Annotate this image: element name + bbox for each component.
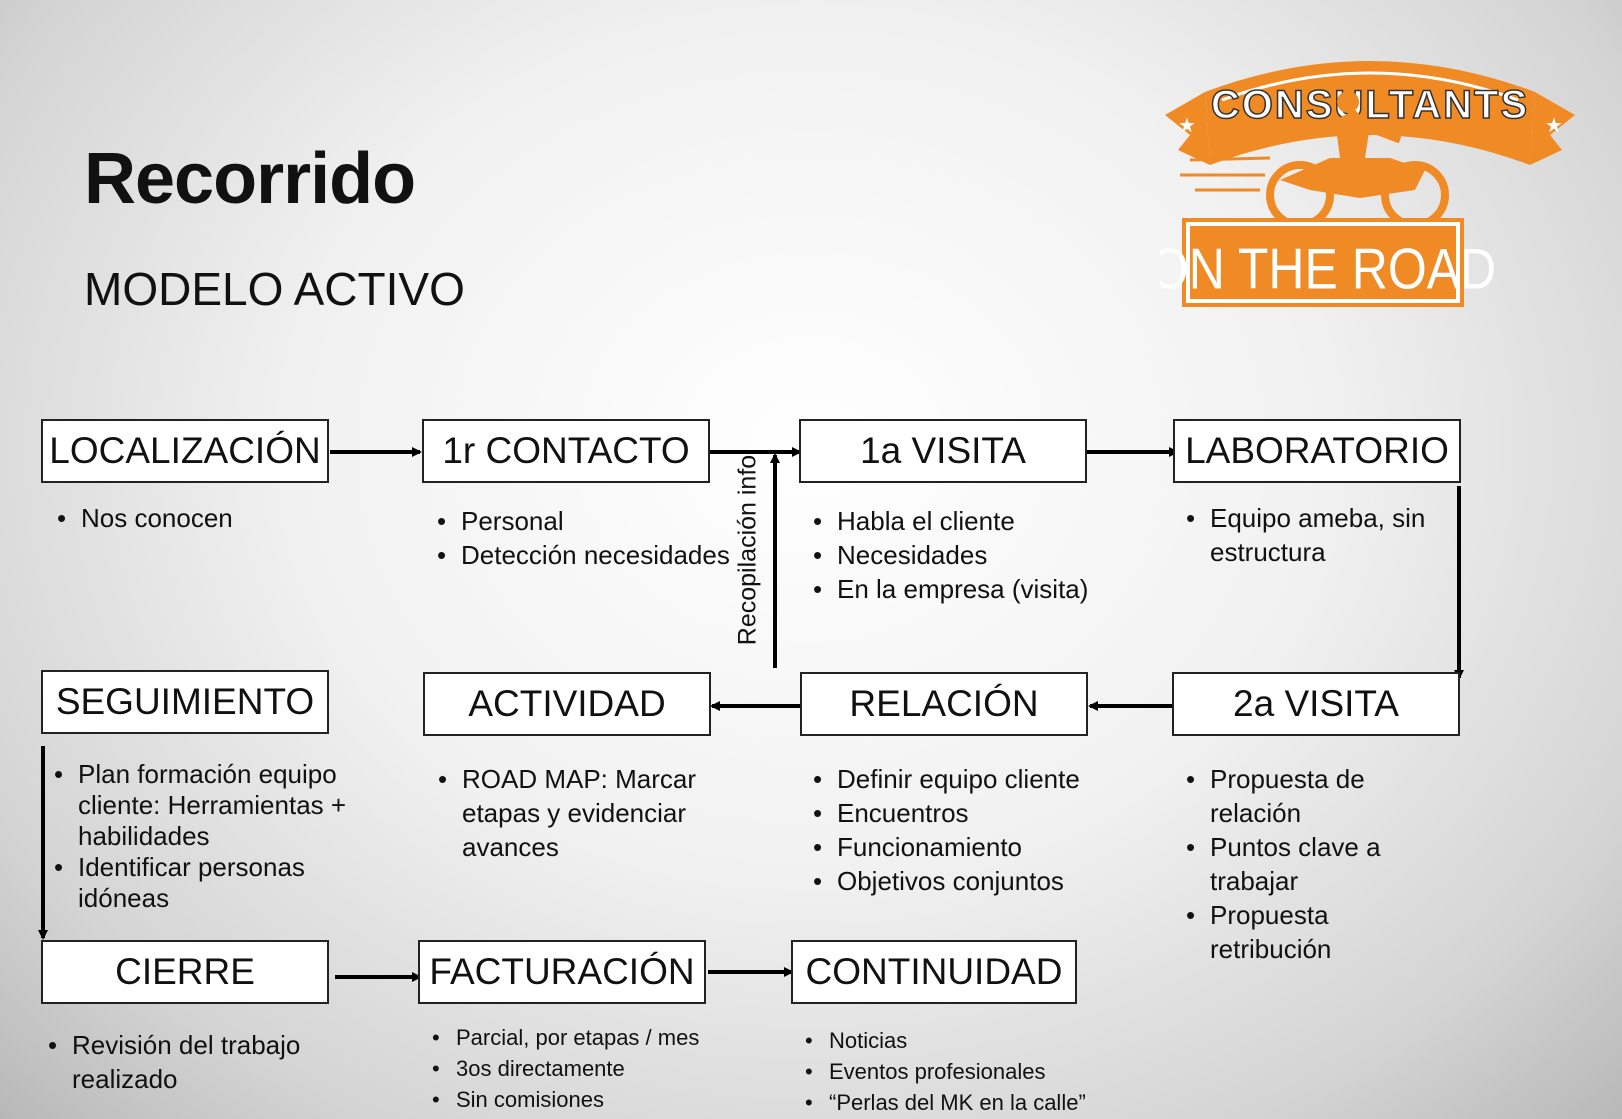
bullets-relacion: Definir equipo cliente Encuentros Funcio… (813, 762, 1113, 898)
step-laboratorio: LABORATORIO (1173, 419, 1461, 483)
svg-text:★: ★ (1178, 115, 1196, 137)
list-item: Detección necesidades (437, 538, 737, 572)
bullets-continuidad: Noticias Eventos profesionales “Perlas d… (805, 1025, 1135, 1118)
list-item: Equipo ameba, sin estructura (1186, 501, 1446, 569)
list-item: En la empresa (visita) (813, 572, 1113, 606)
step-relacion: RELACIÓN (800, 672, 1088, 736)
list-item: “Perlas del MK en la calle” (805, 1087, 1135, 1118)
step-contacto: 1r CONTACTO (422, 419, 710, 483)
bullets-localizacion: Nos conocen (57, 501, 357, 535)
bullets-seguimiento: Plan formación equipo cliente: Herramien… (54, 759, 384, 914)
page-title: Recorrido (84, 139, 416, 219)
list-item: Encuentros (813, 796, 1113, 830)
bullets-visita2: Propuesta de relación Puntos clave a tra… (1186, 762, 1456, 966)
bullets-contacto: Personal Detección necesidades (437, 504, 737, 572)
list-item: Objetivos conjuntos (813, 864, 1113, 898)
list-item: 3os directamente (432, 1053, 732, 1084)
logo-top-text: CONSULTANTS (1211, 83, 1529, 127)
list-item: ROAD MAP: Marcar etapas y evidenciar ava… (438, 762, 708, 864)
step-seguimiento: SEGUIMIENTO (41, 670, 329, 734)
bullets-laboratorio: Equipo ameba, sin estructura (1186, 501, 1446, 569)
consultants-on-the-road-logo: CONSULTANTS ★ ★ ON THE ROAD (1160, 61, 1575, 307)
list-item: Funcionamiento (813, 830, 1113, 864)
page-subtitle: MODELO ACTIVO (84, 263, 465, 315)
bullets-visita1: Habla el cliente Necesidades En la empre… (813, 504, 1113, 606)
list-item: Nos conocen (57, 501, 357, 535)
bullets-cierre: Revisión del trabajo realizado (48, 1028, 328, 1096)
step-continuidad: CONTINUIDAD (791, 940, 1077, 1004)
logo-bottom-text: ON THE ROAD (1160, 237, 1496, 301)
bullets-actividad: ROAD MAP: Marcar etapas y evidenciar ava… (438, 762, 708, 864)
list-item: Noticias (805, 1025, 1135, 1056)
step-actividad: ACTIVIDAD (423, 672, 711, 736)
list-item: Propuesta retribución (1186, 898, 1456, 966)
list-item: Personal (437, 504, 737, 538)
list-item: Sin comisiones (432, 1084, 732, 1115)
step-cierre: CIERRE (41, 940, 329, 1004)
list-item: Parcial, por etapas / mes (432, 1022, 732, 1053)
list-item: Plan formación equipo cliente: Herramien… (54, 759, 384, 852)
list-item: Necesidades (813, 538, 1113, 572)
bullets-facturacion: Parcial, por etapas / mes 3os directamen… (432, 1022, 732, 1115)
list-item: Eventos profesionales (805, 1056, 1135, 1087)
list-item: Propuesta de relación (1186, 762, 1456, 830)
list-item: Identificar personas idóneas (54, 852, 384, 914)
list-item: Revisión del trabajo realizado (48, 1028, 328, 1096)
step-facturacion: FACTURACIÓN (418, 940, 706, 1004)
step-localizacion: LOCALIZACIÓN (41, 419, 329, 483)
list-item: Habla el cliente (813, 504, 1113, 538)
svg-text:★: ★ (1545, 115, 1563, 137)
feedback-label: Recopilación info (733, 454, 762, 646)
list-item: Definir equipo cliente (813, 762, 1113, 796)
step-visita2: 2a VISITA (1172, 672, 1460, 736)
list-item: Puntos clave a trabajar (1186, 830, 1456, 898)
step-visita1: 1a VISITA (799, 419, 1087, 483)
